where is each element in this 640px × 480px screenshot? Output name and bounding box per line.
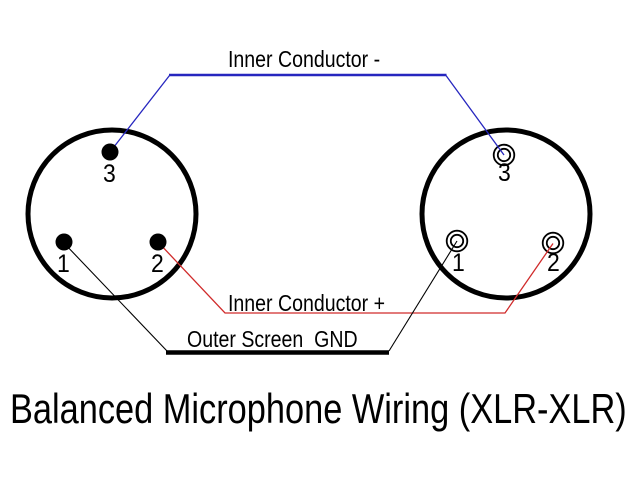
left-pin-3-dot [101,143,119,161]
wire-inner-conductor-neg [109,73,505,156]
wire-neg-right-diagonal [445,75,505,156]
label-inner-conductor-neg: Inner Conductor - [228,46,381,72]
right-xlr-body [419,127,593,301]
left-xlr-pins [55,143,167,251]
right-pin-2-outer-ring [541,231,565,255]
left-pin-3-number: 3 [103,160,116,188]
wire-neg-left-diagonal [109,75,171,153]
right-pin-1-number: 1 [452,249,465,277]
label-inner-conductor-pos: Inner Conductor + [228,290,386,316]
right-pin-3-number: 3 [498,159,511,187]
label-outer-screen-gnd: Outer Screen GND [187,326,358,352]
wire-outer-screen-gnd [62,240,458,355]
left-pin-1-number: 1 [57,250,70,278]
diagram-title: Balanced Microphone Wiring (XLR-XLR) [10,385,627,432]
right-pin-2-inner-ring [545,235,561,251]
right-pin-3-inner-ring [496,147,512,163]
left-pin-1-dot [55,233,73,251]
left-pin-2-number: 2 [151,250,164,278]
left-xlr-body [25,127,199,301]
wire-inner-conductor-pos [157,241,554,314]
wire-gnd-left-diagonal [62,241,168,352]
wire-gnd-right-diagonal [388,240,458,352]
right-pin-2-number: 2 [547,249,560,277]
left-pin-2-dot [149,233,167,251]
right-pin-1-inner-ring [449,233,465,249]
